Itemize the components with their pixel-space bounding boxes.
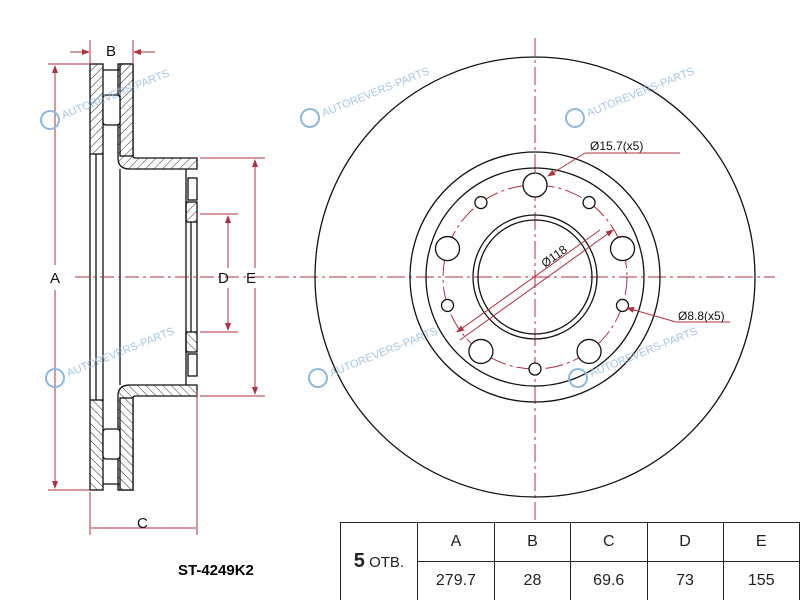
section-half bbox=[89, 63, 198, 223]
small-hole bbox=[474, 195, 488, 210]
small-hole bbox=[582, 195, 596, 210]
header-d: D bbox=[646, 522, 724, 562]
spec-table: 5 ОТВ. A B C D E 279.7 28 69.6 73 155 bbox=[340, 522, 800, 600]
watermarks: AUTOREVERS-PARTS AUTOREVERS-PARTS AUTORE… bbox=[40, 65, 699, 388]
dim-label-d: D bbox=[218, 270, 229, 287]
svg-text:AUTOREVERS-PARTS: AUTOREVERS-PARTS bbox=[588, 325, 699, 379]
small-hole bbox=[528, 362, 542, 376]
holes-cell: 5 ОТВ. bbox=[340, 522, 418, 600]
face-view bbox=[300, 38, 775, 520]
large-bolt-hole bbox=[522, 172, 548, 198]
bore-diameter-label: Ø118 bbox=[539, 242, 571, 270]
value-a: 279.7 bbox=[416, 561, 495, 600]
header-a: A bbox=[416, 522, 495, 562]
value-c: 69.6 bbox=[569, 561, 648, 600]
holes-label: ОТВ. bbox=[369, 554, 405, 571]
small-hole-label: Ø8.8(x5) bbox=[678, 309, 725, 323]
center-bore bbox=[472, 214, 598, 340]
svg-text:AUTOREVERS-PARTS: AUTOREVERS-PARTS bbox=[328, 325, 439, 379]
table-header-row: 5 ОТВ. A B C D E bbox=[340, 522, 800, 600]
small-hole bbox=[615, 298, 630, 313]
holes-count: 5 bbox=[353, 550, 365, 572]
header-b: B bbox=[493, 522, 571, 562]
value-e: 155 bbox=[722, 561, 800, 600]
side-dimensions bbox=[48, 40, 300, 535]
dim-label-e: E bbox=[246, 270, 256, 287]
large-bolt-hole bbox=[468, 338, 494, 365]
dim-label-a: A bbox=[50, 270, 60, 287]
value-b: 28 bbox=[493, 561, 571, 600]
small-hole bbox=[440, 298, 455, 313]
dim-label-c: C bbox=[137, 515, 148, 532]
svg-text:AUTOREVERS-PARTS: AUTOREVERS-PARTS bbox=[65, 325, 176, 379]
large-bolt-hole bbox=[434, 235, 461, 262]
large-bolt-hole bbox=[576, 338, 602, 365]
value-d: 73 bbox=[646, 561, 724, 600]
disc-outer-edge bbox=[314, 56, 756, 498]
large-hole-label: Ø15.7(x5) bbox=[590, 139, 643, 153]
side-section-view bbox=[89, 63, 198, 491]
table-values-row: 279.7 28 69.6 73 155 bbox=[341, 561, 800, 600]
dim-label-b: B bbox=[106, 43, 116, 60]
header-c: C bbox=[569, 522, 648, 562]
part-number: ST-4249K2 bbox=[178, 562, 254, 579]
large-bolt-hole bbox=[609, 235, 636, 262]
header-e: E bbox=[722, 522, 800, 562]
